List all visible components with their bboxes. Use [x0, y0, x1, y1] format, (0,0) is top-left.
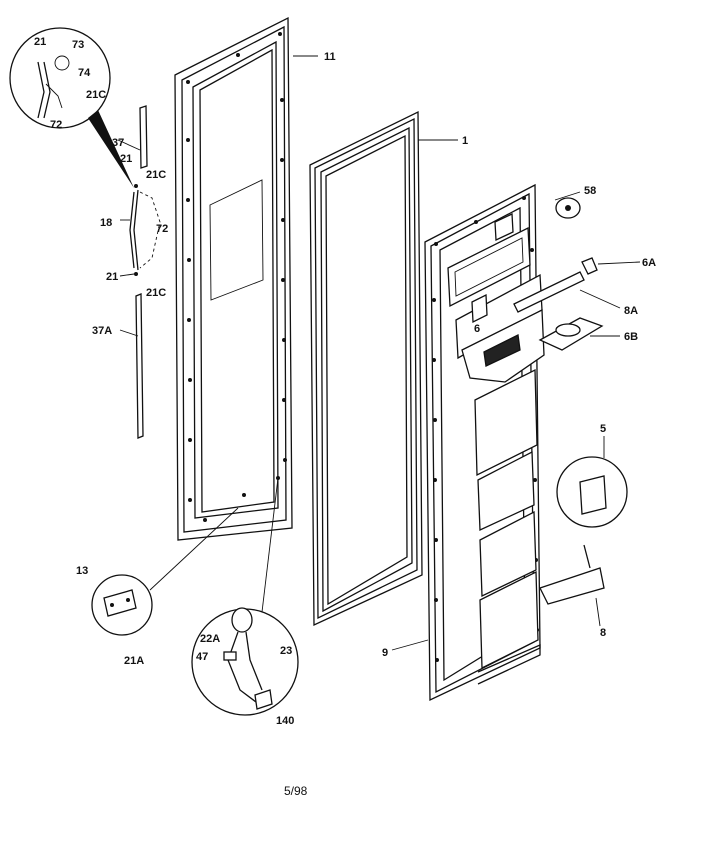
callout-72-top: 72: [50, 119, 62, 131]
callout-37: 37: [112, 137, 124, 149]
callout-8: 8: [600, 627, 606, 639]
outer-door-panel: [174, 16, 293, 541]
door-gasket: [309, 110, 423, 627]
callout-58: 58: [584, 185, 596, 197]
callout-72-mid: 72: [156, 223, 168, 235]
callout-labels: 21 73 74 21C 72 37 21 21C 18 72 21 21C 3…: [34, 36, 656, 727]
callout-18: 18: [100, 217, 112, 229]
callout-6a: 6A: [642, 257, 656, 269]
leader-lines: [117, 55, 641, 651]
callout-21c-low: 21C: [146, 287, 166, 299]
hinge-assembly: [129, 105, 161, 439]
bracket-detail-circle: [91, 507, 239, 636]
callout-21-low: 21: [106, 271, 118, 283]
callout-74: 74: [78, 67, 91, 79]
callout-21-top: 21: [34, 36, 46, 48]
inner-door-liner: [424, 183, 545, 702]
callout-6: 6: [474, 323, 480, 335]
callout-8a: 8A: [624, 305, 638, 317]
callout-11: 11: [324, 51, 336, 63]
callout-21c-top: 21C: [86, 89, 106, 101]
date-code: 5/98: [284, 784, 308, 798]
right-hardware: [513, 197, 628, 605]
callout-73: 73: [72, 39, 84, 51]
callout-22a: 22A: [200, 633, 220, 645]
callout-23: 23: [280, 645, 292, 657]
callout-9: 9: [382, 647, 388, 659]
callout-5: 5: [600, 423, 606, 435]
hinge-detail-circle: [9, 27, 134, 188]
callout-140: 140: [276, 715, 294, 727]
callout-21a: 21A: [124, 655, 144, 667]
callout-13: 13: [76, 565, 88, 577]
callout-6b: 6B: [624, 331, 638, 343]
callout-21c-mid: 21C: [146, 169, 166, 181]
harness-detail-circle: [191, 477, 299, 716]
callout-47: 47: [196, 651, 208, 663]
panel-screw-holes: [186, 32, 287, 522]
callout-21-mid: 21: [120, 153, 132, 165]
callout-1: 1: [462, 135, 468, 147]
callout-37a: 37A: [92, 325, 112, 337]
